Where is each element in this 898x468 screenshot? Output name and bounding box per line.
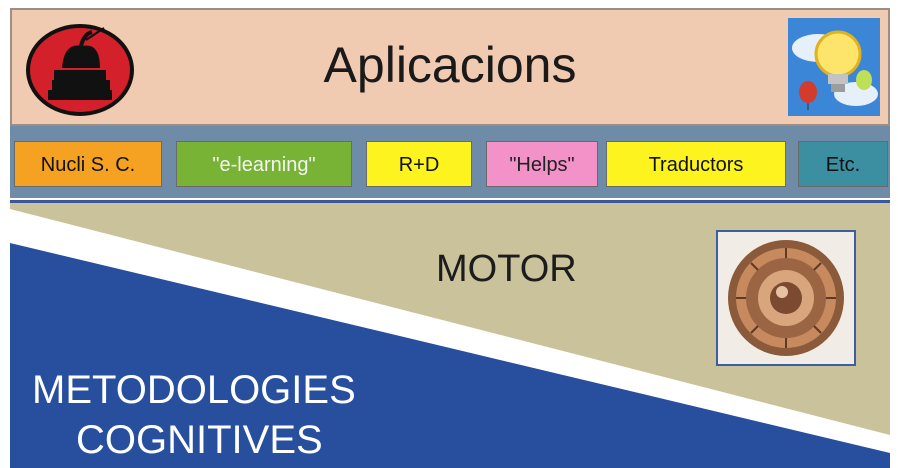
motor-label: MOTOR xyxy=(436,248,577,290)
tab-etc[interactable]: Etc. xyxy=(798,141,888,187)
lightbulb-balloons-icon xyxy=(788,18,880,116)
section-divider xyxy=(10,200,890,203)
apple-books-icon xyxy=(26,24,134,116)
methodologies-label: METODOLOGIES xyxy=(32,368,356,412)
page-title: Aplicacions xyxy=(323,37,577,93)
tab-traductors[interactable]: Traductors xyxy=(606,141,786,187)
tab-nucli[interactable]: Nucli S. C. xyxy=(14,141,162,187)
turbine-icon xyxy=(716,230,856,366)
tab-e-learning[interactable]: "e-learning" xyxy=(176,141,352,187)
cognitives-label: COGNITIVES xyxy=(76,418,323,462)
header-banner: Aplicacions xyxy=(10,8,890,126)
tab-helps[interactable]: "Helps" xyxy=(486,141,598,187)
tab-r-d[interactable]: R+D xyxy=(366,141,472,187)
